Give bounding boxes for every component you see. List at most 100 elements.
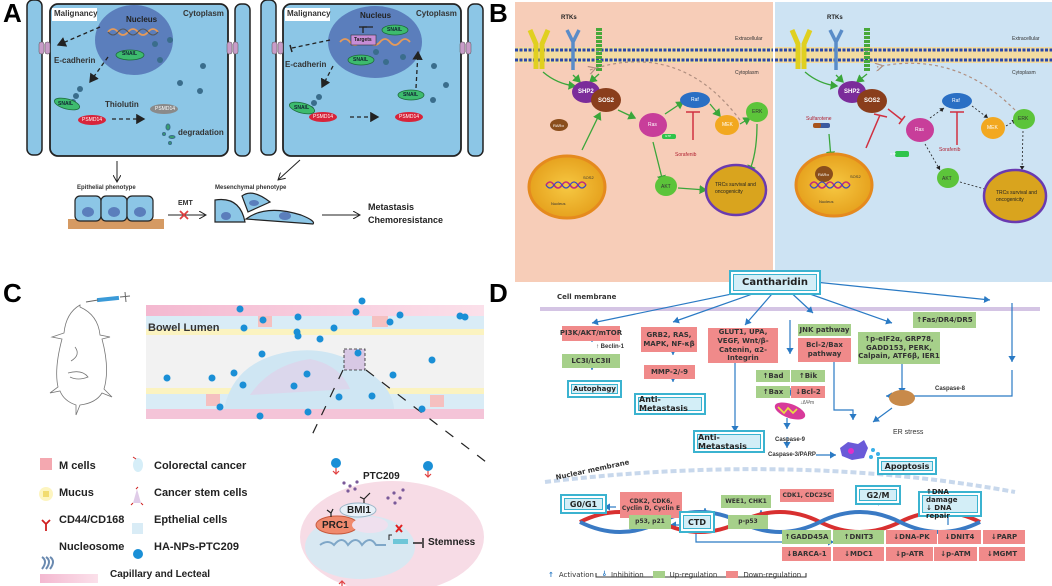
d-box-pp53: p-p53	[728, 515, 768, 529]
nanoparticle-dot	[303, 370, 311, 378]
b-left-rtks: RTKs	[561, 15, 577, 21]
a-emt-label: EMT	[178, 200, 193, 207]
inhibition-arrow-icon: ⫰	[602, 570, 606, 578]
b-left-mek: MEK	[722, 122, 733, 128]
nanoparticle-dot	[461, 313, 469, 321]
c-stemness: Stemness	[428, 537, 476, 548]
nanoparticle-dot	[239, 381, 247, 389]
d-outcome-ctd: CTD	[679, 511, 715, 533]
panel-d-letter: D	[489, 278, 508, 308]
nanoparticle-dot	[259, 316, 267, 324]
nanoparticle-dot	[258, 350, 266, 358]
b-left-rara: RARα	[553, 123, 564, 128]
b-left-gtp: GTP	[665, 134, 672, 138]
a-left-cytoplasm: Cytoplasm	[183, 9, 224, 18]
a-right-snail-2: SNAIL	[353, 57, 368, 63]
d-cell-membrane-label: Cell membrane	[557, 293, 617, 301]
nanoparticle-dot	[418, 405, 426, 413]
nanoparticle-dot	[304, 408, 312, 416]
nanoparticle-dot	[354, 349, 362, 357]
nanoparticle-dot	[294, 313, 302, 321]
a-thiolutin: Thiolutin	[105, 100, 139, 109]
d-dna-damage: ↑DNA damage	[926, 488, 958, 504]
nanoparticle-dot	[236, 305, 244, 313]
c-legend-mucus: Mucus	[59, 487, 94, 499]
d-box-pi3k: PI3K/AKT/mTOR	[560, 326, 622, 341]
a-right-nucleus: Nucleus	[360, 11, 392, 20]
d-outcome-g2m: G2/M	[855, 485, 901, 505]
b-left-shp2: SHP2	[578, 89, 594, 95]
c-prc1: PRC1	[322, 520, 349, 531]
b-right-sulfarotene: Sulfarotene	[806, 116, 832, 122]
panel-b-letter: B	[489, 0, 508, 28]
b-right-shp2: SHP2	[844, 89, 860, 95]
a-right-snail-4: SNAIL	[403, 92, 418, 98]
b-left-sos2-gene: SOS2	[583, 175, 594, 180]
d-box-grb2: GRB2, RAS, MAPK, NF-κβ	[641, 327, 697, 352]
nanoparticle-dot	[352, 308, 360, 316]
c-legend-nucleosome: Nucleosome	[59, 541, 125, 553]
nanoparticle-dot	[386, 318, 394, 326]
b-right-raf: Raf	[952, 98, 960, 104]
a-left-malignancy: Malignancy	[54, 9, 98, 18]
a-metastasis-label: Metastasis	[368, 202, 415, 212]
b-right-sos2-gene: SOS2	[850, 174, 861, 179]
panel-c-letter: C	[3, 278, 22, 308]
b-left-raf: Raf	[691, 97, 699, 103]
b-right-nucleus: Nucleus	[819, 199, 834, 204]
b-left-ras: Ras	[648, 122, 657, 128]
a-targets: Targets	[354, 37, 372, 43]
legend-down: Down-regulation	[743, 570, 802, 579]
d-box-cdk2: CDK2, CDK6, Cyclin D, Cyclin E	[620, 492, 682, 518]
a-left-snail-nucleus: SNAIL	[122, 51, 137, 57]
d-box-glut1: GLUT1, UPA, VEGF, Wnt/β-Catenin, α2-Inte…	[708, 328, 778, 363]
c-legend-m-cells: M cells	[59, 460, 96, 472]
panel-b-diagram	[515, 2, 1052, 282]
nanoparticle-dot	[368, 392, 376, 400]
d-box-bad: ↑Bad	[756, 370, 790, 382]
b-right-ras: Ras	[915, 127, 924, 133]
syringe-icon	[85, 291, 131, 303]
nanoparticle-dot	[256, 412, 264, 420]
b-left-sos2: SOS2	[598, 98, 615, 104]
a-epithelial-label: Epithelial phenotype	[77, 185, 136, 191]
left-cell	[26, 0, 251, 157]
b-right-sorafenib: Sorafenib	[939, 147, 961, 153]
d-outcome-g0g1: G0/G1	[560, 494, 607, 514]
nanoparticle-dot	[316, 335, 324, 343]
b-right-erk: ERK	[1018, 116, 1029, 122]
nanoparticle-dot	[216, 403, 224, 411]
membrane-right	[775, 47, 1052, 63]
d-box-mmp: MMP-2/-9	[644, 365, 695, 379]
activation-arrow-icon: ↑	[548, 570, 554, 579]
a-left-psmd14-grey: PSMD14	[155, 106, 176, 112]
c-legend-capillary: Capillary and Lecteal	[110, 569, 211, 580]
d-dpsim: ↓ΔΨm	[800, 400, 815, 406]
d-box-lc3: LC3I/LC3II	[562, 354, 620, 368]
c-bmi1: BMI1	[347, 505, 371, 516]
b-right-extracellular: Extracellular	[1012, 36, 1040, 42]
nanoparticle-dot	[389, 371, 397, 379]
d-outcome-autophagy: Autophagy	[567, 380, 622, 398]
a-right-ecadherin: E-cadherin	[285, 60, 327, 69]
d-caspase9: Caspase-9	[775, 437, 806, 443]
a-mesenchymal-label: Mesenchymal phenotype	[215, 185, 287, 191]
nanoparticle-dot	[358, 297, 366, 305]
a-right-malignancy: Malignancy	[287, 9, 331, 18]
a-left-psmd14-red: PSMD14	[82, 117, 103, 123]
panel-c-diagram	[39, 291, 491, 586]
nanoparticle-dot	[428, 356, 436, 364]
d-box-mgmt: ↓MGMT	[979, 547, 1025, 561]
a-right-psmd14-2: PSMD14	[399, 114, 420, 120]
d-box-bcl2: ↓Bcl-2	[791, 386, 825, 398]
panel-a-diagram	[26, 0, 484, 229]
d-outcome-anti-metastasis-2: Anti-Metastasis	[693, 430, 765, 453]
d-box-peif: ↑p-eIF2α, GRP78, GADD153, PERK, Calpain,…	[858, 332, 940, 364]
d-box-parp: ↓PARP	[983, 530, 1025, 544]
c-legend-epithelial: Epthelial cells	[154, 514, 228, 526]
b-left-cytoplasm: Cytoplasm	[735, 70, 759, 76]
d-outcome-dna: ↑DNA damage↓ DNA repair	[918, 488, 982, 520]
c-legend-cd44: CD44/CD168	[59, 514, 125, 526]
b-left-nucleus: Nucleus	[551, 201, 566, 206]
nanoparticle-dot	[208, 374, 216, 382]
